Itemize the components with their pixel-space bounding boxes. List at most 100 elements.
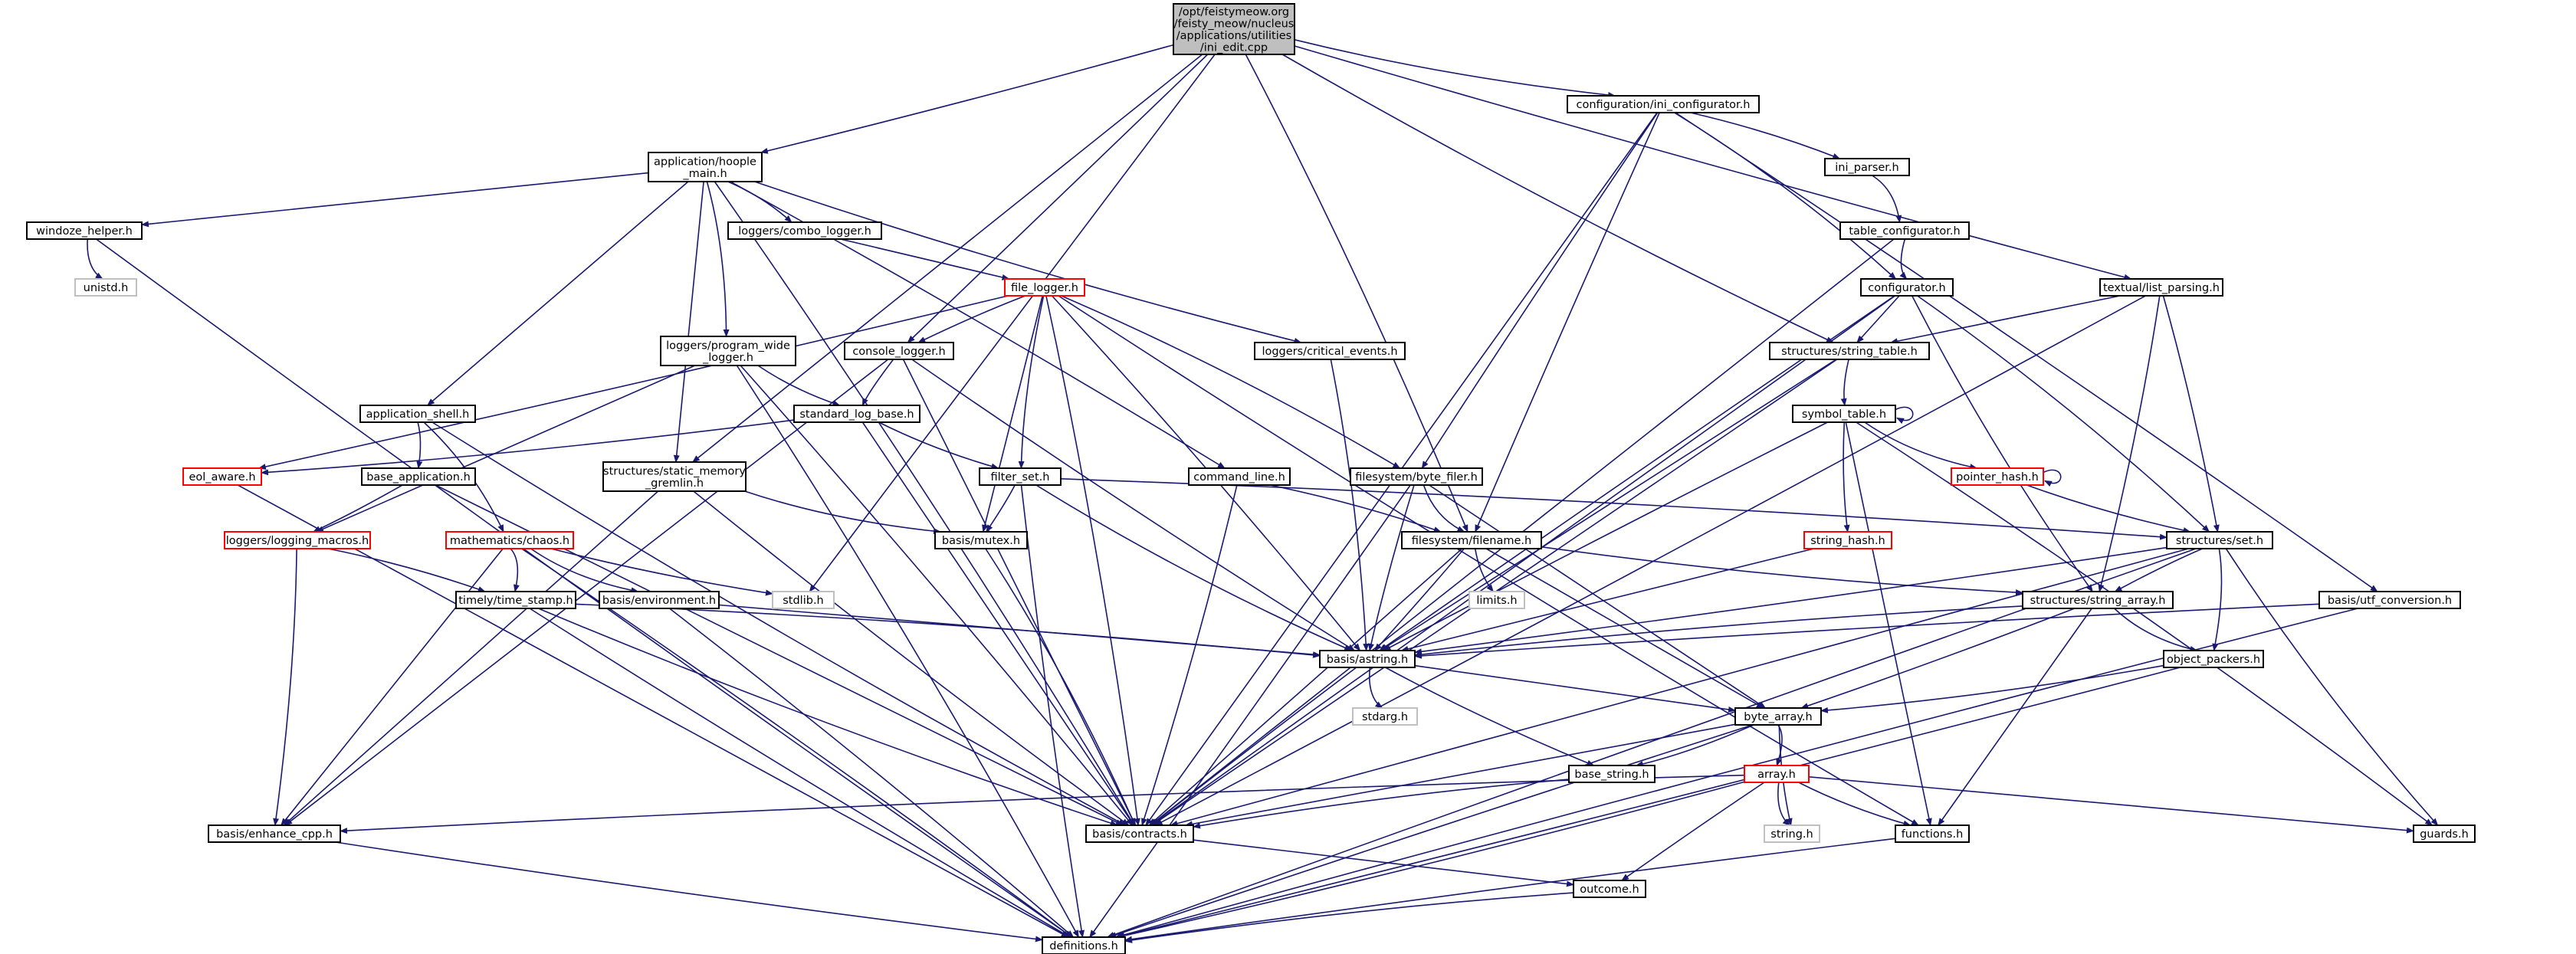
edge-list_parsing-to-string_array: [2098, 295, 2161, 592]
node-box-byte_array: [1734, 707, 1822, 726]
edge-array-to-outcome: [1621, 782, 1765, 881]
node-static_memory_gremlin[interactable]: structures/static_memory_gremlin.h: [602, 461, 747, 492]
node-critical_events[interactable]: loggers/critical_events.h: [1254, 342, 1406, 360]
node-console_logger[interactable]: console_logger.h: [844, 342, 954, 360]
node-string_table[interactable]: structures/string_table.h: [1769, 342, 1930, 360]
node-label-combo_logger: loggers/combo_logger.h: [738, 225, 871, 238]
edge-array-to-string_h: [1777, 782, 1790, 826]
node-filter_set[interactable]: filter_set.h: [979, 467, 1062, 486]
edge-time_stamp-to-contracts: [538, 608, 1118, 826]
node-box-string_hash: [1803, 531, 1892, 549]
node-box-outcome: [1573, 880, 1646, 898]
node-root[interactable]: /opt/feistymeow.org/feisty_meow/nucleus/…: [1173, 3, 1295, 55]
edge-application_shell-to-contracts: [432, 421, 1126, 826]
node-time_stamp[interactable]: timely/time_stamp.h: [455, 591, 576, 609]
node-table_configurator[interactable]: table_configurator.h: [1839, 221, 1970, 240]
node-base_application[interactable]: base_application.h: [361, 467, 476, 486]
node-contracts[interactable]: basis/contracts.h: [1085, 825, 1194, 843]
node-label-stdarg: stdarg.h: [1362, 711, 1408, 723]
node-functions[interactable]: functions.h: [1895, 825, 1970, 843]
edge-root-to-filename: [1245, 54, 1468, 533]
node-label-chaos: mathematics/chaos.h: [450, 535, 569, 547]
node-label-outcome: outcome.h: [1580, 884, 1639, 896]
edge-program_wide_logger-to-standard_log_base: [757, 365, 841, 406]
node-label-table_configurator: table_configurator.h: [1849, 225, 1960, 238]
node-mutex[interactable]: basis/mutex.h: [934, 531, 1028, 549]
node-eol_aware[interactable]: eol_aware.h: [182, 467, 262, 486]
node-environment[interactable]: basis/environment.h: [599, 591, 720, 609]
node-configurator[interactable]: configurator.h: [1860, 278, 1954, 297]
node-enhance_cpp[interactable]: basis/enhance_cpp.h: [208, 825, 341, 843]
edge-set-to-guards: [2225, 548, 2439, 826]
node-box-astring: [1319, 650, 1416, 668]
edge-application_shell-to-base_application: [416, 421, 423, 469]
node-label-hoople_main: application/hoople: [654, 156, 756, 168]
node-box-filter_set: [979, 467, 1062, 486]
node-label-set: structures/set.h: [2176, 535, 2263, 547]
edge-root-to-string_table: [1281, 54, 1834, 343]
node-byte_filer[interactable]: filesystem/byte_filer.h: [1350, 467, 1483, 486]
node-standard_log_base[interactable]: standard_log_base.h: [793, 405, 920, 423]
edge-windoze_helper-to-definitions: [95, 238, 1073, 938]
node-combo_logger[interactable]: loggers/combo_logger.h: [727, 221, 882, 240]
node-chaos[interactable]: mathematics/chaos.h: [445, 531, 574, 549]
node-astring[interactable]: basis/astring.h: [1319, 650, 1416, 668]
edge-hoople_main-to-combo_logger: [727, 181, 792, 223]
node-string_array[interactable]: structures/string_array.h: [2022, 591, 2174, 609]
node-label-environment: basis/environment.h: [602, 595, 716, 607]
edge-standard_log_base-to-filter_set: [878, 421, 999, 470]
node-object_packers[interactable]: object_packers.h: [2163, 650, 2264, 668]
node-box-time_stamp: [455, 591, 576, 609]
node-list_parsing[interactable]: textual/list_parsing.h: [2099, 278, 2223, 297]
node-label-ini_parser: ini_parser.h: [1835, 162, 1898, 174]
edge-configurator-to-set: [1917, 295, 2210, 533]
node-logging_macros[interactable]: loggers/logging_macros.h: [224, 531, 371, 549]
node-label-standard_log_base: standard_log_base.h: [799, 408, 914, 421]
node-outcome[interactable]: outcome.h: [1573, 880, 1646, 898]
node-ini_configurator[interactable]: configuration/ini_configurator.h: [1567, 95, 1760, 113]
node-box-ini_configurator: [1567, 95, 1760, 113]
edge-set-to-object_packers: [2212, 548, 2223, 651]
node-ini_parser[interactable]: ini_parser.h: [1824, 158, 1910, 176]
node-label-utf_conversion: basis/utf_conversion.h: [2328, 595, 2452, 607]
edge-file_logger-to-console_logger: [917, 295, 1026, 343]
node-label-stdlib: stdlib.h: [783, 595, 824, 607]
node-program_wide_logger[interactable]: loggers/program_wide_logger.h: [660, 336, 796, 366]
node-label-root: /feisty_meow/nucleus: [1174, 18, 1295, 30]
edge-filter_set-to-astring: [1035, 484, 1353, 651]
node-box-filename: [1401, 531, 1542, 549]
node-symbol_table[interactable]: symbol_table.h: [1792, 405, 1896, 423]
edge-chaos-to-time_stamp: [510, 548, 520, 592]
edge-array-to-definitions: [1117, 781, 1745, 939]
node-command_line[interactable]: command_line.h: [1188, 467, 1291, 486]
edge-root-to-ini_configurator: [1294, 39, 1616, 98]
node-set[interactable]: structures/set.h: [2166, 531, 2273, 549]
node-byte_array[interactable]: byte_array.h: [1734, 707, 1822, 726]
edge-console_logger-to-astring: [911, 359, 1356, 651]
node-array[interactable]: array.h: [1744, 765, 1810, 783]
node-pointer_hash[interactable]: pointer_hash.h: [1951, 467, 2044, 486]
node-filename[interactable]: filesystem/filename.h: [1401, 531, 1542, 549]
node-application_shell[interactable]: application_shell.h: [359, 405, 476, 423]
edge-byte_filer-to-astring: [1368, 484, 1415, 651]
node-string_hash[interactable]: string_hash.h: [1803, 531, 1892, 549]
node-guards[interactable]: guards.h: [2413, 825, 2476, 843]
edge-time_stamp-to-definitions: [529, 608, 1071, 938]
node-base_string[interactable]: base_string.h: [1568, 765, 1656, 783]
node-hoople_main[interactable]: application/hoople_main.h: [648, 152, 763, 182]
node-utf_conversion[interactable]: basis/utf_conversion.h: [2318, 591, 2461, 609]
node-file_logger[interactable]: file_logger.h: [1004, 278, 1085, 297]
edge-hoople_main-to-windoze_helper: [141, 172, 649, 228]
edge-static_memory_gremlin-to-mutex: [744, 490, 941, 535]
node-stdarg: stdarg.h: [1352, 707, 1418, 726]
nodes-layer: /opt/feistymeow.org/feisty_meow/nucleus/…: [26, 3, 2476, 954]
node-label-list_parsing: textual/list_parsing.h: [2103, 282, 2220, 294]
node-box-unistd: [74, 278, 137, 297]
edge-pointer_hash-to-set: [2026, 484, 2191, 533]
node-definitions[interactable]: definitions.h: [1042, 936, 1126, 954]
edge-root-to-static_memory_gremlin: [692, 54, 1203, 463]
node-label-filename: filesystem/filename.h: [1412, 535, 1531, 547]
edge-ini_configurator-to-ini_parser: [1690, 112, 1841, 159]
node-windoze_helper[interactable]: windoze_helper.h: [26, 221, 143, 240]
edge-static_memory_gremlin-to-contracts: [693, 490, 1130, 826]
